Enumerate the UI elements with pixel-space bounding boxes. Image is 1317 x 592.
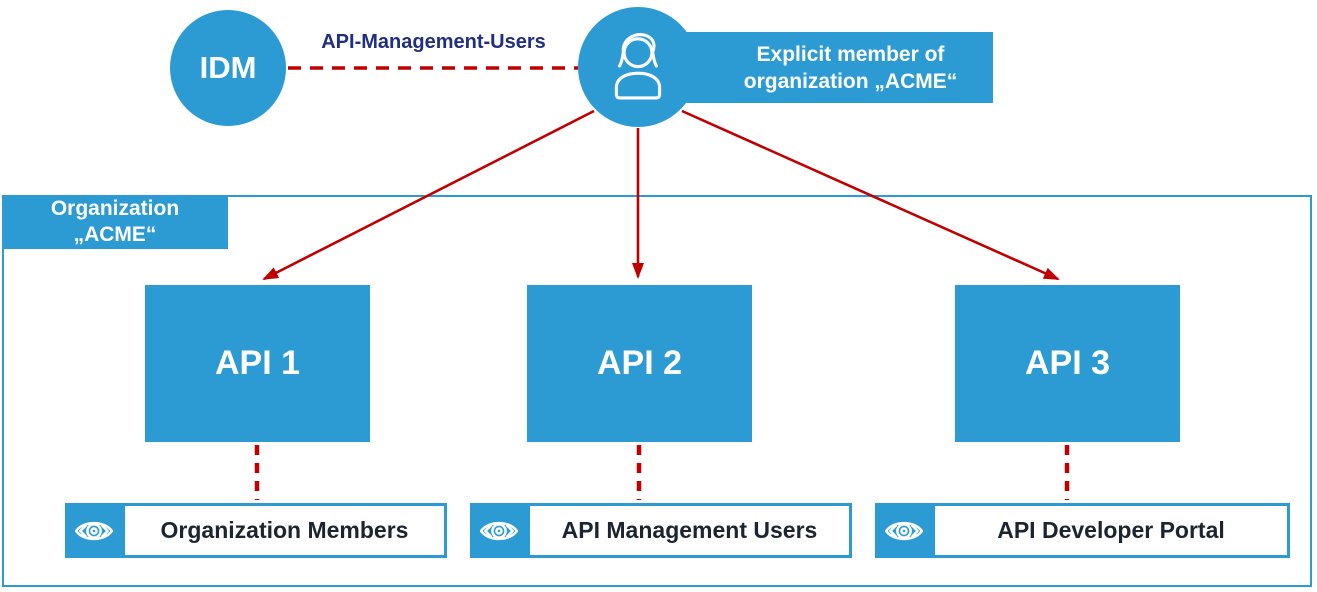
member-note-line2: organization „ACME“ [743,69,958,93]
api-3-box: API 3 [955,285,1180,442]
api-2-label: API 2 [596,344,683,382]
visibility-label: Organization Members [122,503,447,558]
organization-label: Organization „ACME“ [2,195,228,249]
eye-icon [875,503,932,558]
user-node [578,7,698,127]
eye-icon [470,503,527,558]
visibility-row-api-management-users: API Management Users [470,503,852,558]
api-1-box: API 1 [145,285,370,442]
user-icon [607,29,669,106]
visibility-row-organization-members: Organization Members [65,503,447,558]
organization-box [2,195,1312,587]
api-3-label: API 3 [1024,344,1111,382]
visibility-label: API Developer Portal [932,503,1290,558]
connector-label: API-Management-Users [321,31,546,53]
organization-label-line1: Organization [50,197,180,220]
idm-label: IDM [199,50,257,85]
member-note-line1: Explicit member of [756,42,945,66]
member-note: Explicit member of organization „ACME“ [680,32,993,103]
visibility-row-api-developer-portal: API Developer Portal [875,503,1290,558]
organization-label-line2: „ACME“ [73,223,157,246]
eye-icon [65,503,122,558]
api-2-box: API 2 [527,285,752,442]
visibility-label: API Management Users [527,503,852,558]
idm-node: IDM [170,10,286,126]
api-1-label: API 1 [214,344,301,382]
